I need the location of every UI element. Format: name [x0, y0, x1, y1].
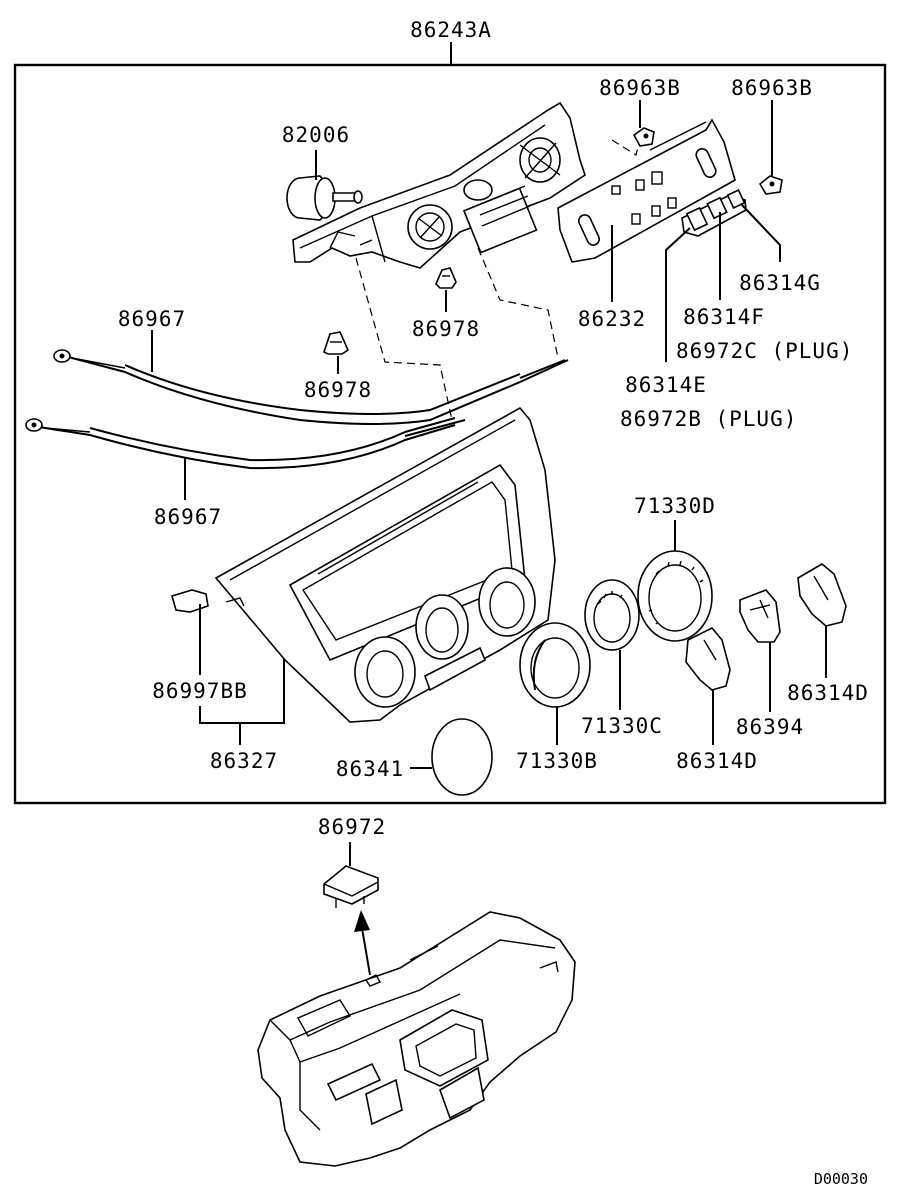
retainer-clip-upper: [435, 267, 457, 289]
label-86314F: 86314F: [683, 305, 765, 329]
switch-block: [681, 189, 747, 237]
label-86232: 86232: [578, 307, 646, 331]
label-82006: 82006: [282, 123, 350, 147]
lens-86341: [431, 718, 493, 796]
label-86972C-plug: 86972C (PLUG): [676, 339, 853, 363]
label-86967-top: 86967: [118, 307, 186, 331]
retainer-clip-lower: [323, 331, 350, 355]
dashboard-illustration: [257, 911, 576, 1167]
cap-86972: [323, 865, 379, 908]
label-86997BB: 86997BB: [152, 679, 248, 703]
label-86243A: 86243A: [410, 18, 492, 42]
switch-panel: [557, 118, 736, 263]
label-86972: 86972: [318, 815, 386, 839]
label-86963B-right: 86963B: [731, 76, 813, 100]
dial-71330C: [584, 579, 640, 651]
diagram-code: D00030: [814, 1170, 868, 1187]
panel-clip-right: [758, 175, 783, 195]
label-86972B-plug: 86972B (PLUG): [620, 407, 797, 431]
leader-86314G: [741, 204, 781, 262]
label-86341: 86341: [336, 757, 404, 781]
leader-86327: [199, 658, 285, 745]
control-head-body: [292, 101, 586, 269]
cable-routing-dashed-2: [477, 247, 559, 359]
dial-71330D: [637, 550, 713, 642]
knob-86394: [739, 589, 781, 643]
cable-routing-dashed-1: [355, 257, 453, 421]
label-86963B-left: 86963B: [599, 76, 681, 100]
dial-71330B: [519, 622, 591, 708]
control-cable-bottom: [25, 417, 466, 470]
installation-arrow: [354, 910, 371, 976]
label-71330B: 71330B: [516, 749, 598, 773]
label-86394: 86394: [736, 715, 804, 739]
vacuum-actuator: [286, 175, 363, 221]
label-86327: 86327: [210, 749, 278, 773]
label-86967-bottom: 86967: [154, 505, 222, 529]
heater-control-bezel: [214, 406, 556, 723]
label-71330D: 71330D: [634, 494, 716, 518]
knob-86314D-mid: [685, 627, 731, 691]
knob-86314D-right: [797, 563, 847, 627]
panel-clip-left: [632, 127, 655, 147]
label-86314G: 86314G: [739, 271, 821, 295]
leader-86314E: [665, 227, 691, 362]
control-cable-top: [53, 349, 569, 425]
label-86314E: 86314E: [625, 373, 707, 397]
label-86314D-right: 86314D: [787, 681, 869, 705]
panel-routing-dashed: [611, 137, 641, 156]
label-86978-upper: 86978: [412, 317, 480, 341]
label-86314D-mid: 86314D: [676, 749, 758, 773]
label-86978-lower: 86978: [304, 378, 372, 402]
label-71330C: 71330C: [581, 714, 663, 738]
